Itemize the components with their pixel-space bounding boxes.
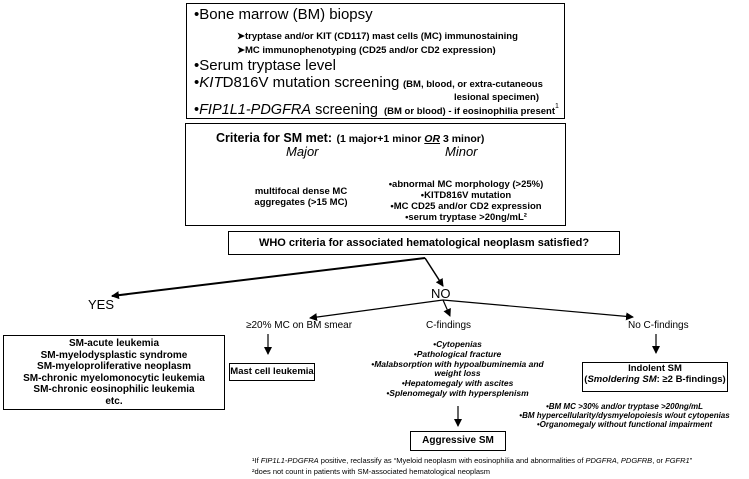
criteria-title: Criteria for SM met: (1 major+1 minor OR… (216, 131, 485, 145)
kit-screening: •KITD816V mutation screening (194, 74, 400, 91)
aggressive-sm-box: Aggressive SM (410, 431, 506, 451)
fip-screening: •FIP1L1-PDGFRA screening(BM or blood) - … (194, 102, 559, 118)
bm-sub-immunophenotyping: ➤MC immunophenotyping (CD25 and/or CD2 e… (237, 45, 496, 56)
arrow-to-cfind (442, 299, 451, 317)
kit-note-line2: lesional specimen) (454, 92, 540, 103)
major-heading: Major (286, 144, 319, 159)
branch-mc20: ≥20% MC on BM smear (246, 320, 353, 331)
arrow-to-no (424, 257, 444, 287)
mast-cell-leukemia-box: Mast cell leukemia (229, 363, 315, 381)
criteria-rule: (1 major+1 minor OR 3 minor) (336, 133, 485, 145)
arrow-to-nocfind (442, 299, 634, 321)
minor-criteria: •abnormal MC morphology (>25%) •KITD816V… (388, 179, 544, 223)
arrow-to-mc20 (309, 299, 444, 322)
branch-no-cfindings: No C-findings (628, 320, 689, 331)
fip-note: (BM or blood) - if eosinophilia present (383, 106, 555, 117)
criteria-box: Criteria for SM met: (1 major+1 minor OR… (185, 123, 566, 226)
cfindings-list: •Cytopenias •Pathological fracture •Mala… (371, 339, 544, 398)
footnote-1: ¹If FIP1L1-PDGFRA positive, reclassify a… (252, 456, 693, 465)
yes-label: YES (88, 297, 115, 312)
branch-cfindings: C-findings (426, 320, 472, 331)
bfindings-list: •BM MC >30% and/or tryptase >200ng/mL •B… (519, 402, 730, 430)
arrow-to-yes (111, 257, 426, 300)
kit-note-line1: (BM, blood, or extra-cutaneous (403, 79, 543, 90)
footnote-2: ²does not count in patients with SM-asso… (252, 467, 491, 476)
major-criterion: multifocal dense MC aggregates (>15 MC) (254, 186, 348, 208)
kit-gene: KIT (199, 74, 223, 91)
minor-heading: Minor (445, 144, 478, 159)
yes-outcomes-box: SM-acute leukemia SM-myelodysplastic syn… (3, 335, 225, 410)
bm-sub-immunostaining: ➤tryptase and/or KIT (CD117) mast cells … (237, 31, 518, 42)
serum-tryptase: •Serum tryptase level (194, 57, 336, 74)
fip-gene: FIP1L1-PDGFRA (199, 102, 312, 118)
indolent-sm-box: Indolent SM (Smoldering SM: ≥2 B-finding… (582, 362, 728, 392)
bm-biopsy: •Bone marrow (BM) biopsy (194, 6, 373, 23)
workup-box: •Bone marrow (BM) biopsy ➤tryptase and/o… (186, 3, 565, 119)
who-question-box: WHO criteria for associated hematologica… (228, 231, 620, 255)
no-label: NO (431, 286, 451, 301)
